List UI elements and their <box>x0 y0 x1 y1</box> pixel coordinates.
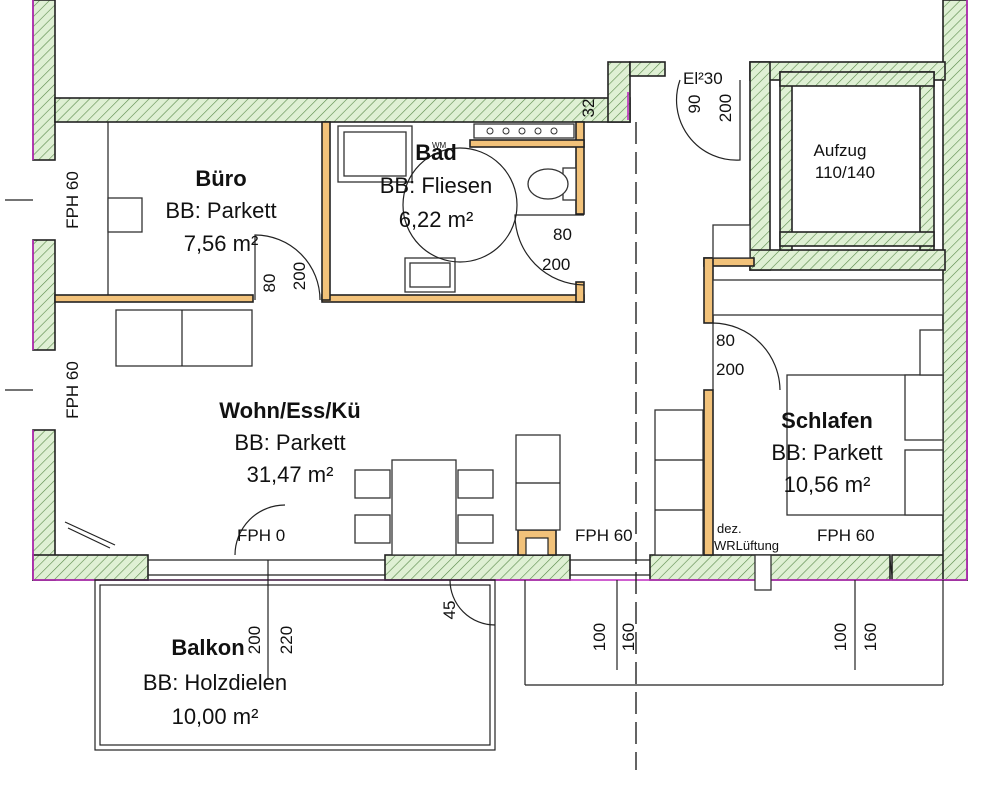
room-balkon: Balkon BB: Holzdielen 10,00 m² <box>143 635 287 729</box>
dimension: 220 <box>277 626 296 654</box>
room-floor: BB: Parkett <box>771 440 882 465</box>
fph-label: FPH 0 <box>237 526 285 545</box>
dimensions: 32 90 200 80 200 80 200 80 200 45 200 22… <box>245 94 880 654</box>
dimension: 80 <box>260 274 279 293</box>
ventilation-label: dez. <box>717 521 742 536</box>
dimension: 45 <box>440 601 459 620</box>
room-floor: BB: Parkett <box>165 198 276 223</box>
room-area: 110/140 <box>815 163 875 182</box>
room-floor: BB: Parkett <box>234 430 345 455</box>
room-aufzug: Aufzug 110/140 <box>814 141 876 182</box>
room-floor: BB: Holzdielen <box>143 670 287 695</box>
dimension: 80 <box>553 225 572 244</box>
room-floor: BB: Fliesen <box>380 173 493 198</box>
fph-label: FPH 60 <box>63 361 82 419</box>
dimension-lines <box>267 560 856 680</box>
fph-label: FPH 60 <box>575 526 633 545</box>
dimension: 200 <box>716 360 744 379</box>
room-name: Balkon <box>171 635 244 660</box>
door-swings <box>234 79 781 626</box>
room-area: 10,00 m² <box>172 704 259 729</box>
dimension: 200 <box>542 255 570 274</box>
room-wohn: Wohn/Ess/Kü BB: Parkett 31,47 m² <box>219 398 360 487</box>
room-schlafen: Schlafen BB: Parkett 10,56 m² <box>771 408 882 497</box>
dimension: 80 <box>716 331 735 350</box>
balcony <box>94 579 944 751</box>
annotations: FPH 60 FPH 60 FPH 0 FPH 60 FPH 60 dez. W… <box>63 69 875 553</box>
room-bad: Bad BB: Fliesen 6,22 m² <box>380 140 493 232</box>
dimension: 200 <box>245 626 264 654</box>
room-name: Schlafen <box>781 408 873 433</box>
dimension: 160 <box>861 623 880 651</box>
room-name: Aufzug <box>814 141 867 160</box>
fph-label: FPH 60 <box>63 171 82 229</box>
room-area: 10,56 m² <box>784 472 871 497</box>
dimension: 200 <box>716 94 735 122</box>
dimension: 32 <box>579 99 598 118</box>
furniture <box>64 122 944 556</box>
ventilation-label: WRLüftung <box>714 538 779 553</box>
dimension: 100 <box>590 623 609 651</box>
door-rating-label: El²30 <box>683 69 723 88</box>
room-area: 7,56 m² <box>184 231 259 256</box>
room-buero: Büro BB: Parkett 7,56 m² <box>165 166 276 256</box>
dimension: 100 <box>831 623 850 651</box>
fph-label: FPH 60 <box>817 526 875 545</box>
room-name: Bad <box>415 140 457 165</box>
room-area: 6,22 m² <box>399 207 474 232</box>
inner-walls <box>54 121 755 556</box>
outer-walls <box>32 0 968 581</box>
dimension: 160 <box>619 623 638 651</box>
room-area: 31,47 m² <box>247 462 334 487</box>
room-name: Wohn/Ess/Kü <box>219 398 360 423</box>
room-name: Büro <box>195 166 246 191</box>
dimension: 200 <box>290 262 309 290</box>
washer-label: WM <box>432 141 447 150</box>
dimension: 90 <box>685 95 704 114</box>
